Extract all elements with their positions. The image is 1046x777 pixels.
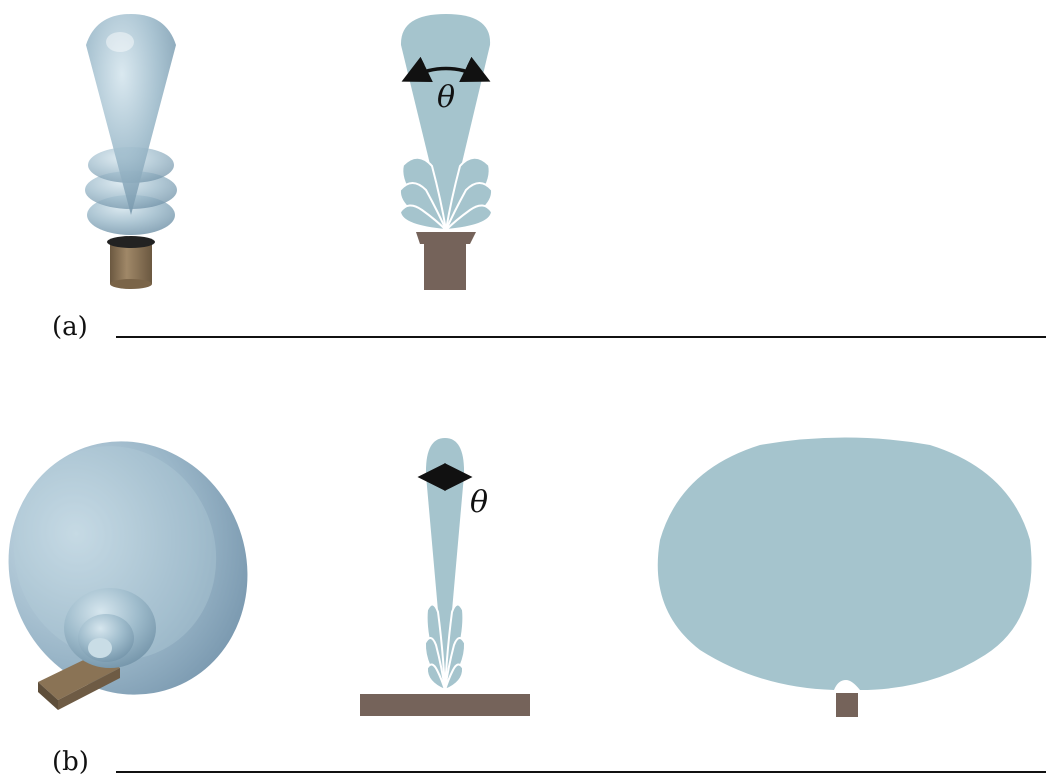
theta-label: θ — [470, 485, 488, 520]
panel-label-a: (a) — [52, 312, 88, 342]
mount-ring — [107, 236, 155, 248]
panel-b-wide-pattern — [657, 437, 1032, 718]
boom-side — [38, 682, 58, 710]
antenna-mount — [416, 232, 476, 290]
panel-label-b: (b) — [52, 747, 89, 777]
panel-a-3d-pattern — [85, 14, 177, 289]
antenna-mount — [836, 693, 858, 717]
main-lobe — [425, 438, 465, 690]
wide-lobe — [657, 437, 1032, 690]
panel-b-2d-pattern: θ — [360, 438, 530, 716]
lobe-sheen — [13, 446, 217, 660]
theta-label: θ — [437, 80, 455, 115]
side-lobes — [423, 603, 467, 694]
panel-b: θ (b) — [8, 437, 1046, 777]
panel-a-2d-pattern: θ — [398, 14, 494, 290]
beamwidth-arrow — [401, 56, 491, 82]
highlight — [106, 32, 134, 52]
boom-front — [58, 668, 120, 710]
ground-plane — [360, 694, 530, 716]
cylinder-base — [110, 279, 152, 289]
feed-point — [88, 638, 112, 658]
panel-a: θ (a) — [52, 14, 1046, 342]
main-lobe-3d — [86, 14, 176, 215]
panel-b-3d-pattern — [8, 441, 248, 710]
side-lobes — [398, 156, 494, 233]
